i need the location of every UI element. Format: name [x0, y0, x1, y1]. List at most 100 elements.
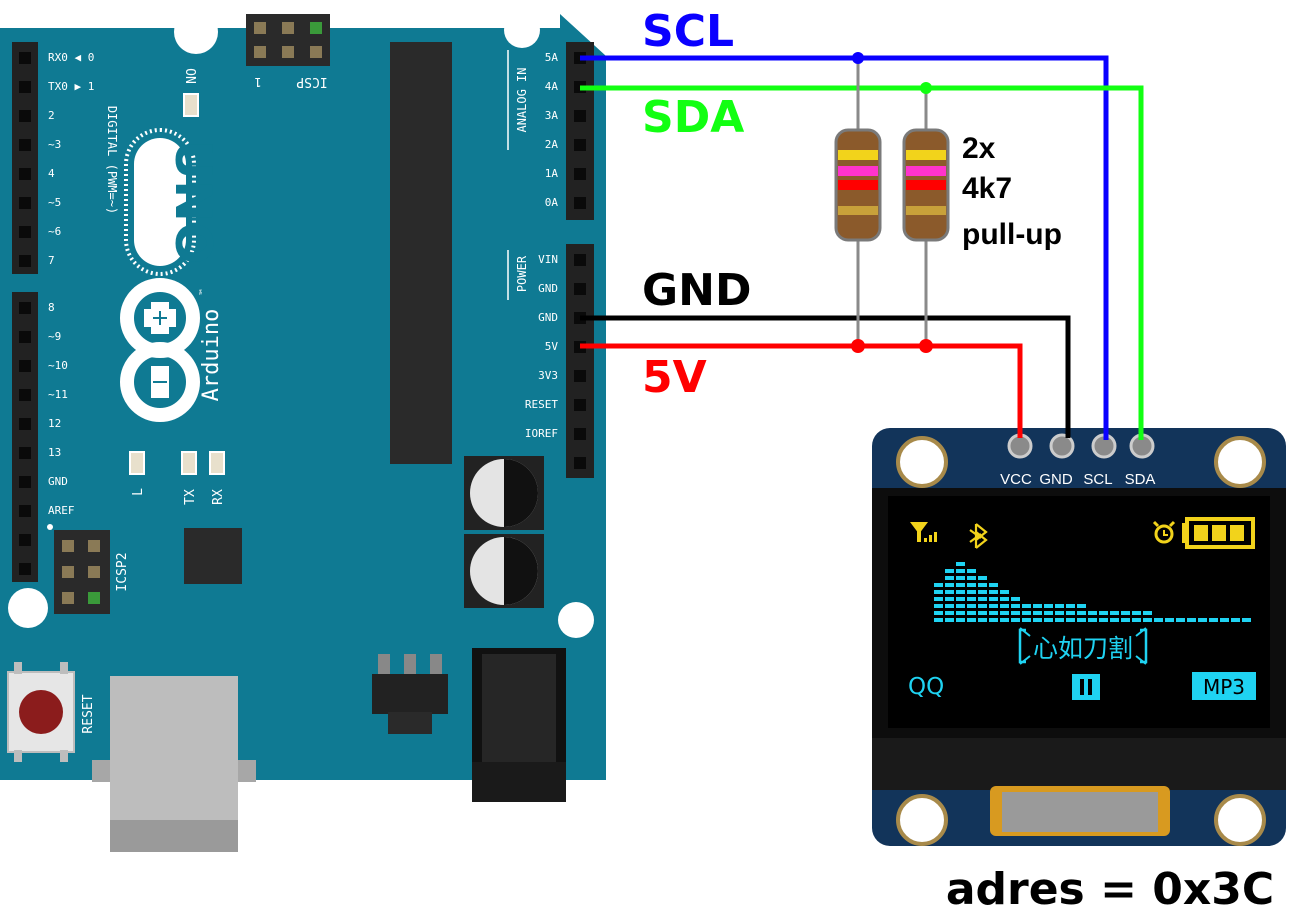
eq-segment — [1088, 611, 1097, 615]
eq-segment — [1033, 611, 1042, 615]
eq-segment — [1033, 618, 1042, 622]
header-pin — [574, 197, 586, 209]
oled-mount-hole — [1214, 794, 1266, 846]
scl-wire — [580, 55, 1109, 440]
eq-segment — [1121, 618, 1130, 622]
eq-segment — [1055, 604, 1064, 608]
eq-segment — [945, 611, 954, 615]
sda-wire — [580, 85, 1144, 440]
eq-segment — [945, 583, 954, 587]
eq-segment — [989, 618, 998, 622]
eq-segment — [967, 618, 976, 622]
eq-segment — [945, 590, 954, 594]
gnd-wire — [580, 315, 1071, 438]
header-pin — [19, 302, 31, 314]
header-pin — [574, 428, 586, 440]
pin-label: GND — [48, 475, 68, 488]
eq-segment — [956, 590, 965, 594]
eq-segment — [1055, 611, 1064, 615]
eq-segment — [1011, 604, 1020, 608]
header-pin — [19, 476, 31, 488]
pin-label: 0A — [545, 196, 559, 209]
pin-label: ~11 — [48, 388, 68, 401]
pin-label: 12 — [48, 417, 61, 430]
eq-segment — [978, 597, 987, 601]
eq-segment — [1011, 611, 1020, 615]
reset-label: RESET — [81, 694, 96, 733]
oled-pin-label: SCL — [1083, 471, 1112, 488]
eq-segment — [978, 583, 987, 587]
eq-segment — [956, 583, 965, 587]
eq-segment — [945, 576, 954, 580]
header-pin — [19, 168, 31, 180]
sda-junction — [920, 82, 932, 94]
eq-segment — [989, 611, 998, 615]
pin-label: ~5 — [48, 196, 61, 209]
pin-label: 3V3 — [538, 369, 558, 382]
qq-label: QQ — [908, 674, 944, 700]
eq-segment — [1077, 604, 1086, 608]
eq-segment — [1231, 618, 1240, 622]
eq-segment — [1033, 604, 1042, 608]
header-pin — [19, 81, 31, 93]
on-label: ON — [182, 68, 197, 84]
header-pin — [574, 283, 586, 295]
bluetooth-icon — [969, 523, 988, 549]
eq-segment — [1187, 618, 1196, 622]
digital-header-label: DIGITAL (PWM=~) — [105, 106, 119, 214]
eq-segment — [978, 611, 987, 615]
pin-label: ~10 — [48, 359, 68, 372]
eq-segment — [989, 597, 998, 601]
digital-header-top — [12, 42, 38, 274]
resistor-qty: 2x — [962, 132, 996, 165]
song-title-frame — [1018, 627, 1148, 665]
icsp2-pin1-dot — [47, 524, 53, 530]
eq-segment — [1000, 604, 1009, 608]
header-pin — [19, 418, 31, 430]
pullup-resistor-sda — [902, 128, 950, 242]
eq-segment — [956, 569, 965, 573]
eq-segment — [967, 611, 976, 615]
eq-segment — [989, 590, 998, 594]
pin-label: TX0 ▶ 1 — [48, 80, 94, 93]
mounting-hole — [558, 602, 594, 638]
header-pin — [19, 389, 31, 401]
scl-label: SCL — [642, 6, 734, 57]
reset-button — [7, 662, 75, 762]
header-pin — [19, 110, 31, 122]
vcc-junction — [919, 339, 933, 353]
pin-label: 2A — [545, 138, 559, 151]
eq-segment — [1022, 604, 1031, 608]
resistor-value: 4k7 — [962, 172, 1012, 205]
usb-connector — [92, 676, 256, 852]
l-led — [129, 451, 145, 475]
oled-mount-hole — [896, 436, 948, 488]
pin-label: 3A — [545, 109, 559, 122]
analog-header — [566, 42, 594, 220]
arduino-trademark: ™ — [199, 289, 209, 295]
dc-power-jack — [472, 648, 566, 802]
eq-segment — [1011, 597, 1020, 601]
pin-label: IOREF — [525, 427, 558, 440]
eq-segment — [945, 569, 954, 573]
digital-header-bottom — [12, 292, 38, 582]
header-pin — [19, 447, 31, 459]
eq-segment — [989, 604, 998, 608]
eq-segment — [1044, 604, 1053, 608]
pin-label: 4A — [545, 80, 559, 93]
oled-pin-label: SDA — [1125, 471, 1156, 488]
eq-segment — [945, 604, 954, 608]
eq-segment — [1077, 618, 1086, 622]
oled-pin-label: VCC — [1000, 471, 1032, 488]
icsp-label: ICSP — [296, 74, 327, 89]
pin-label: 2 — [48, 109, 55, 122]
pin-label: RX0 ◀ 0 — [48, 51, 94, 64]
eq-segment — [1132, 618, 1141, 622]
header-pin — [19, 563, 31, 575]
tx-led — [181, 451, 197, 475]
capacitor — [464, 456, 544, 530]
eq-segment — [1066, 604, 1075, 608]
header-pin — [19, 139, 31, 151]
song-title: 心如刀割 — [1033, 634, 1133, 663]
eq-segment — [1055, 618, 1064, 622]
